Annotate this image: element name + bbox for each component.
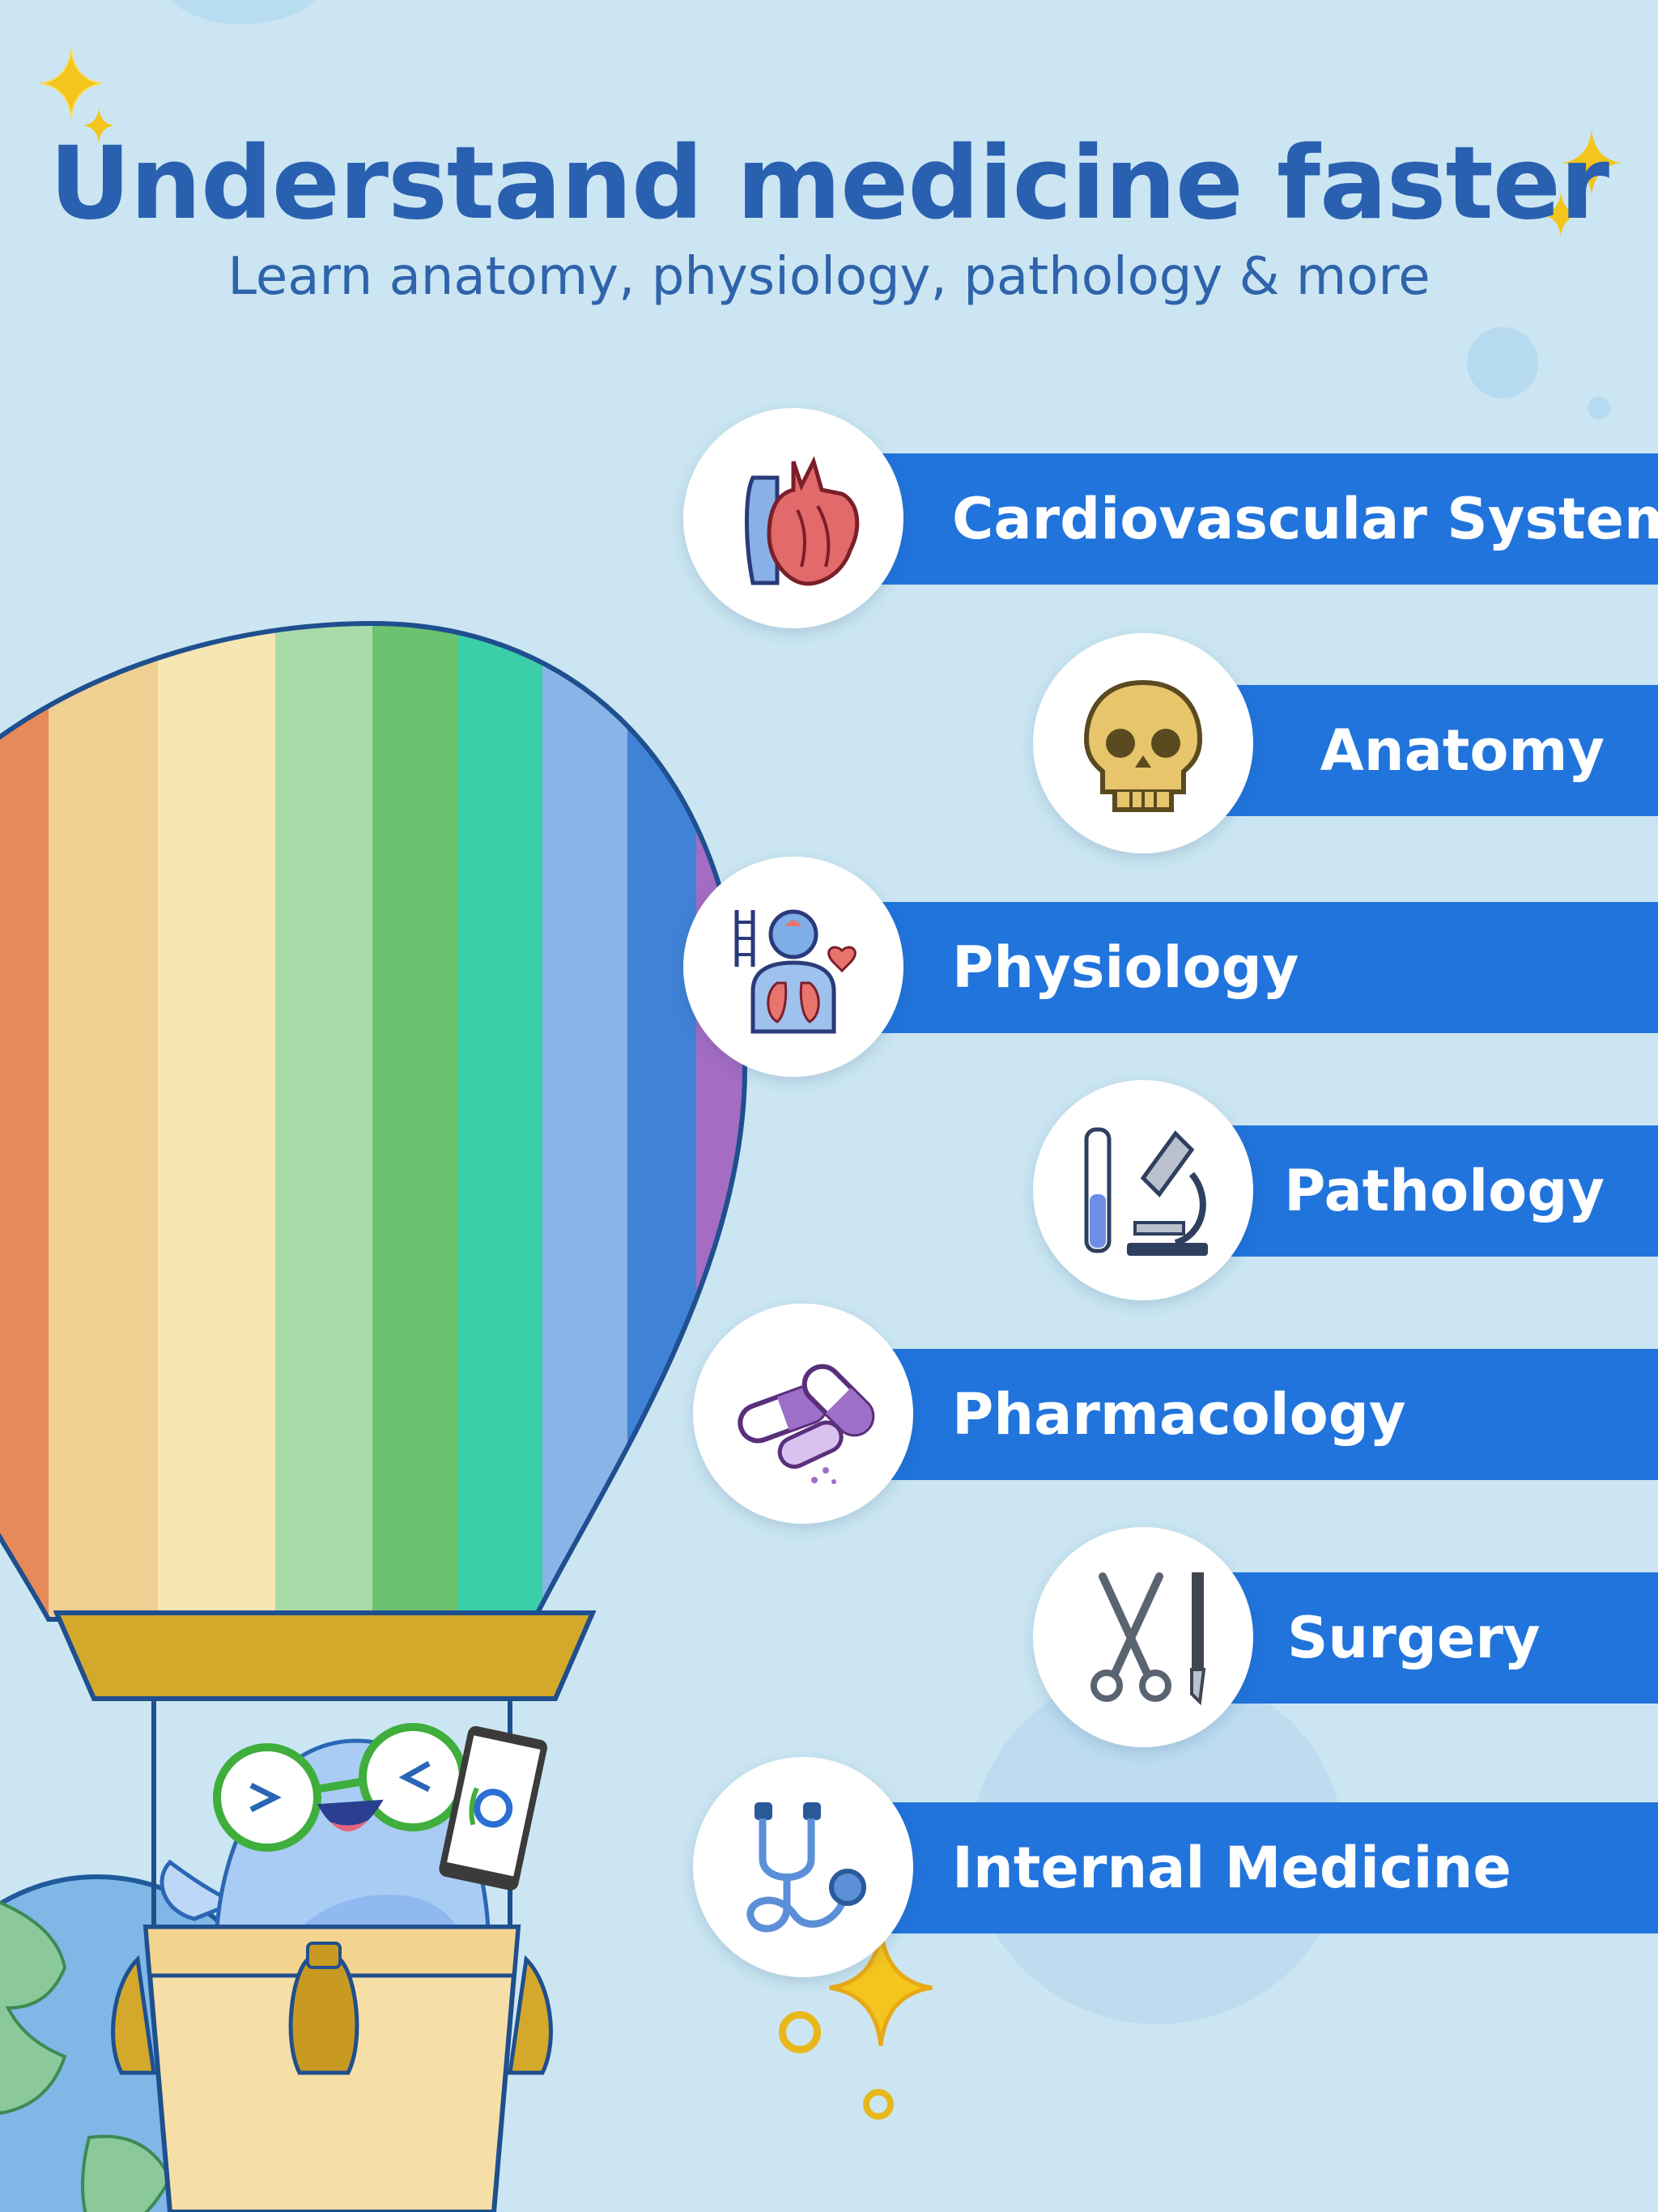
balloon-skirt-illustration xyxy=(53,1610,596,1701)
page-title: Understand medicine faster xyxy=(49,125,1609,242)
sparkle-icon xyxy=(1541,192,1581,237)
page-subtitle: Learn anatomy, physiology, pathology & m… xyxy=(227,247,1431,307)
topic-band-anatomy[interactable]: Anatomy xyxy=(1222,685,1658,816)
pills-icon xyxy=(738,1363,875,1484)
human-body-icon xyxy=(734,909,857,1034)
topic-icon-circle[interactable] xyxy=(1033,633,1253,853)
topic-band-pharmacology[interactable]: Pharmacology xyxy=(882,1349,1658,1480)
topic-label: Physiology xyxy=(952,934,1299,1001)
topic-band-physiology[interactable]: Physiology xyxy=(874,902,1658,1033)
sparkle-icon xyxy=(40,48,103,119)
topic-icon-circle[interactable] xyxy=(1033,1080,1253,1300)
scissors-scalpel-icon xyxy=(1090,1572,1206,1706)
topic-label: Cardiovascular System xyxy=(952,486,1658,552)
bubble-decoration xyxy=(1467,327,1538,398)
stethoscope-icon xyxy=(746,1802,866,1933)
hot-air-balloon-illustration xyxy=(0,620,748,1622)
skull-icon xyxy=(1083,679,1203,812)
topic-band-cardiovascular[interactable]: Cardiovascular System xyxy=(874,453,1658,585)
topic-icon-circle[interactable] xyxy=(683,857,903,1077)
dot-decoration xyxy=(779,2011,821,2053)
heart-icon xyxy=(745,456,860,586)
dot-decoration xyxy=(863,2089,894,2120)
bubble-decoration xyxy=(1588,397,1610,419)
topic-label: Pathology xyxy=(1284,1158,1605,1224)
sparkle-icon xyxy=(83,108,114,143)
bubble-decoration xyxy=(162,0,324,24)
microscope-icon xyxy=(1084,1127,1208,1256)
topic-icon-circle[interactable] xyxy=(683,408,903,628)
topic-label: Pharmacology xyxy=(952,1381,1406,1448)
sparkle-icon xyxy=(1562,130,1622,196)
topic-icon-circle[interactable] xyxy=(693,1757,913,1977)
topic-label: Surgery xyxy=(1287,1605,1541,1671)
topic-band-surgery[interactable]: Surgery xyxy=(1222,1572,1658,1704)
topic-label: Anatomy xyxy=(1320,717,1605,784)
sparkle-icon xyxy=(829,1929,933,2046)
topic-band-pathology[interactable]: Pathology xyxy=(1222,1125,1658,1257)
topic-icon-circle[interactable] xyxy=(1033,1527,1253,1747)
balloon-basket-illustration xyxy=(111,1925,553,2212)
topic-icon-circle[interactable] xyxy=(693,1304,913,1524)
topic-label: Internal Medicine xyxy=(952,1835,1511,1901)
topic-band-internal-medicine[interactable]: Internal Medicine xyxy=(882,1802,1658,1933)
